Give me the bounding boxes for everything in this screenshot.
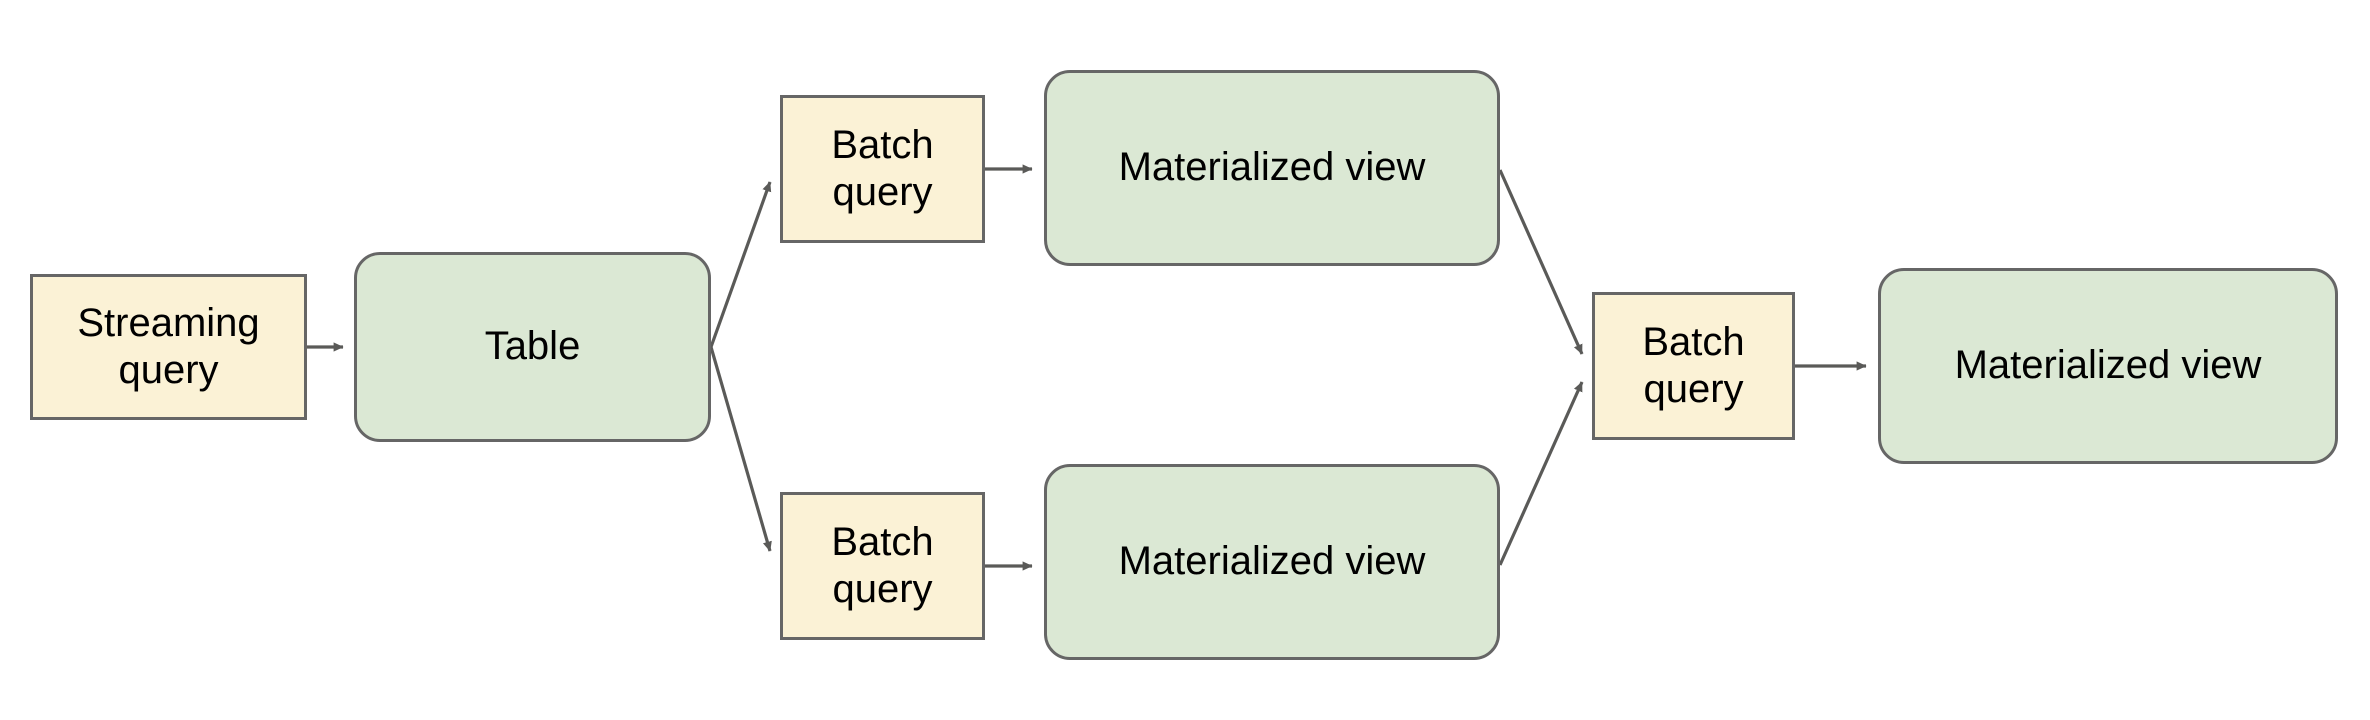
node-label-streaming-query: Streaming query [77, 300, 260, 392]
edge-materialized-view-bottom-to-batch-query-join [1498, 381, 1584, 566]
node-label-batch-query-join: Batch query [1642, 319, 1745, 411]
node-batch-query-bottom[interactable]: Batch query [780, 492, 985, 640]
node-streaming-query[interactable]: Streaming query [30, 274, 307, 420]
edge-table-to-batch-query-bottom [709, 346, 772, 552]
edge-materialized-view-top-to-batch-query-join [1498, 169, 1584, 355]
node-batch-query-top[interactable]: Batch query [780, 95, 985, 243]
node-label-materialized-view-bottom: Materialized view [1118, 539, 1426, 584]
node-batch-query-join[interactable]: Batch query [1592, 292, 1795, 440]
node-label-batch-query-top: Batch query [831, 122, 934, 214]
node-table[interactable]: Table [354, 252, 711, 442]
node-materialized-view-final[interactable]: Materialized view [1878, 268, 2338, 464]
node-label-materialized-view-top: Materialized view [1118, 145, 1426, 190]
node-materialized-view-bottom[interactable]: Materialized view [1044, 464, 1500, 660]
node-label-batch-query-bottom: Batch query [831, 519, 934, 611]
node-label-materialized-view-final: Materialized view [1954, 343, 2262, 388]
node-materialized-view-top[interactable]: Materialized view [1044, 70, 1500, 266]
edge-table-to-batch-query-top [709, 181, 772, 348]
node-label-table: Table [484, 324, 581, 369]
